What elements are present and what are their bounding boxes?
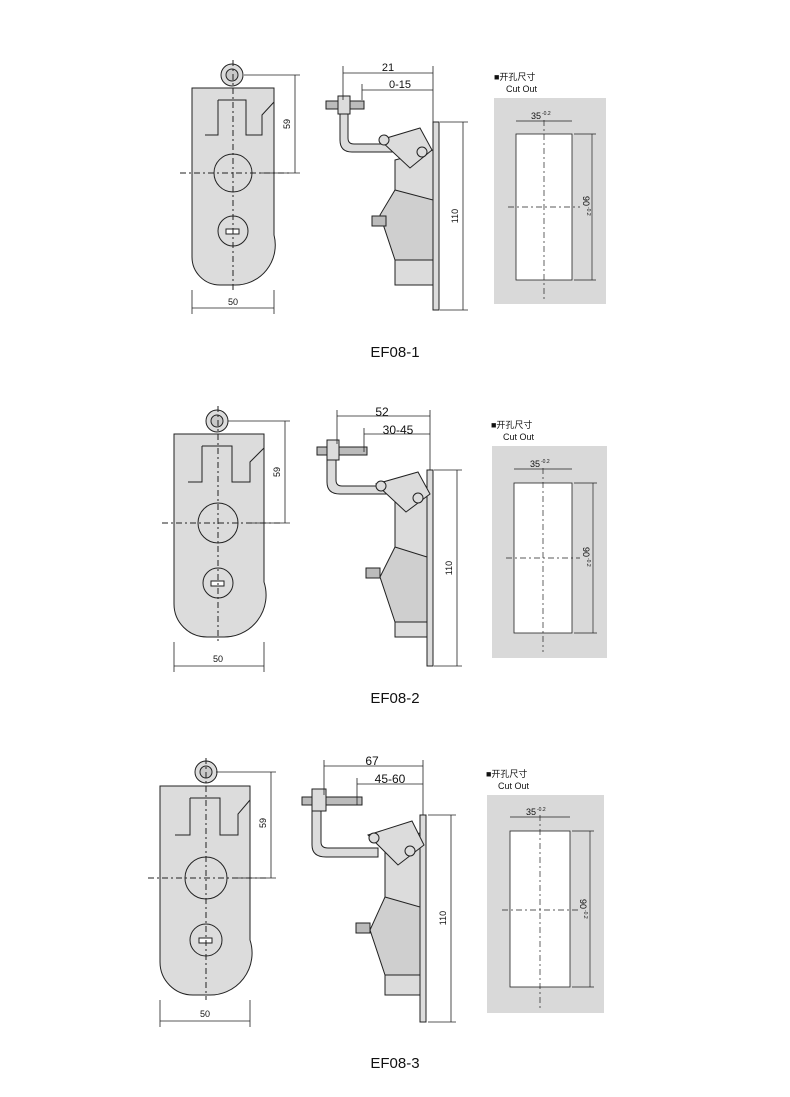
side-depth-dim: 21 [382, 62, 394, 74]
technical-drawing-ef08-3: 50 59 67 45-60 110 ■开孔尺寸 [148, 754, 604, 1027]
mounting-ring-inner [225, 68, 239, 82]
cutout-title-en: Cut Out [498, 781, 530, 791]
side-height-dim: 110 [450, 209, 460, 223]
side-screw [365, 567, 381, 579]
front-width-dim: 50 [228, 297, 238, 307]
side-range-dim: 45-60 [375, 772, 406, 786]
cutout-width-tol: -0.2 [541, 459, 550, 465]
cutout-width-dim: 35 [531, 111, 541, 121]
side-flange [432, 121, 440, 311]
side-range-dim: 0-15 [389, 79, 411, 91]
side-depth-dim: 67 [365, 754, 379, 768]
side-bolt [316, 446, 368, 456]
cutout-title-en: Cut Out [503, 432, 535, 442]
front-dimensions [159, 771, 276, 1027]
cutout-width-tol: -0.2 [537, 807, 546, 813]
cutout-title-cn: ■开孔尺寸 [486, 768, 527, 779]
cutout-height-dim: 90 [581, 547, 591, 557]
cutout-width-dim: 35 [530, 459, 540, 469]
side-cam [369, 896, 421, 976]
side-height-dim: 110 [444, 561, 454, 575]
side-cam [379, 546, 428, 623]
side-bolt-clamp [326, 439, 340, 461]
cutout-view: ■开孔尺寸 Cut Out 35 -0.2 90 -0.2 [494, 71, 606, 304]
side-dimensions [323, 760, 456, 1023]
side-bolt-clamp [311, 788, 327, 812]
side-height-dim: 110 [438, 911, 448, 925]
handle-recess [202, 445, 265, 483]
cutout-view: ■开孔尺寸 Cut Out 35 -0.2 90 -0.2 [486, 768, 604, 1013]
cutout-height-dim: 90 [578, 899, 588, 909]
cutout-title-cn: ■开孔尺寸 [494, 71, 535, 82]
front-width-dim: 50 [200, 1009, 210, 1019]
technical-drawing-ef08-1: 50 59 21 0-15 110 ■开孔尺寸 [180, 60, 606, 314]
side-bolt-clamp [337, 95, 351, 115]
drawing-ef08-2: 50 59 52 30-45 110 ■开孔尺寸 [0, 352, 790, 722]
cutout-width-dim: 35 [526, 807, 536, 817]
front-height-dim: 59 [282, 119, 292, 129]
side-view [301, 788, 427, 1023]
side-bolt [301, 796, 363, 806]
model-label: EF08-3 [370, 1055, 420, 1072]
front-view [180, 60, 290, 290]
handle-recess [190, 797, 251, 836]
cutout-title-cn: ■开孔尺寸 [491, 419, 532, 430]
cutout-width-tol: -0.2 [542, 111, 551, 117]
cutout-title-en: Cut Out [506, 84, 538, 94]
side-view [325, 95, 440, 311]
front-dimensions [191, 74, 300, 314]
side-dimensions [342, 66, 468, 311]
cutout-view: ■开孔尺寸 Cut Out 35 -0.2 90 -0.2 [491, 419, 607, 658]
side-range-dim: 30-45 [383, 423, 414, 437]
front-height-dim: 59 [272, 467, 282, 477]
side-lever [379, 127, 433, 169]
model-label: EF08-1 [370, 344, 420, 361]
side-screw [371, 215, 387, 227]
front-view [162, 406, 282, 642]
side-cam [379, 189, 434, 261]
side-hook-arm [311, 804, 379, 858]
front-width-dim: 50 [213, 654, 223, 664]
technical-drawing-ef08-2: 50 59 52 30-45 110 ■开孔尺寸 [162, 405, 607, 672]
side-view [316, 439, 434, 667]
cutout-height-tol: -0.2 [582, 910, 588, 919]
cutout-height-tol: -0.2 [585, 558, 591, 567]
side-depth-dim: 52 [375, 405, 389, 419]
side-screw [355, 922, 371, 934]
cutout-height-tol: -0.2 [585, 207, 591, 216]
front-height-dim: 59 [258, 818, 268, 828]
drawing-ef08-1: 50 59 21 0-15 110 ■开孔尺寸 [0, 0, 790, 370]
drawing-ef08-3: 50 59 67 45-60 110 ■开孔尺寸 [0, 705, 790, 1097]
front-view [148, 758, 268, 1000]
handle-recess [218, 99, 275, 136]
side-flange [426, 469, 434, 667]
side-dimensions [336, 410, 462, 667]
front-dimensions [173, 420, 290, 672]
model-label: EF08-2 [370, 690, 420, 707]
cutout-height-dim: 90 [581, 196, 591, 206]
